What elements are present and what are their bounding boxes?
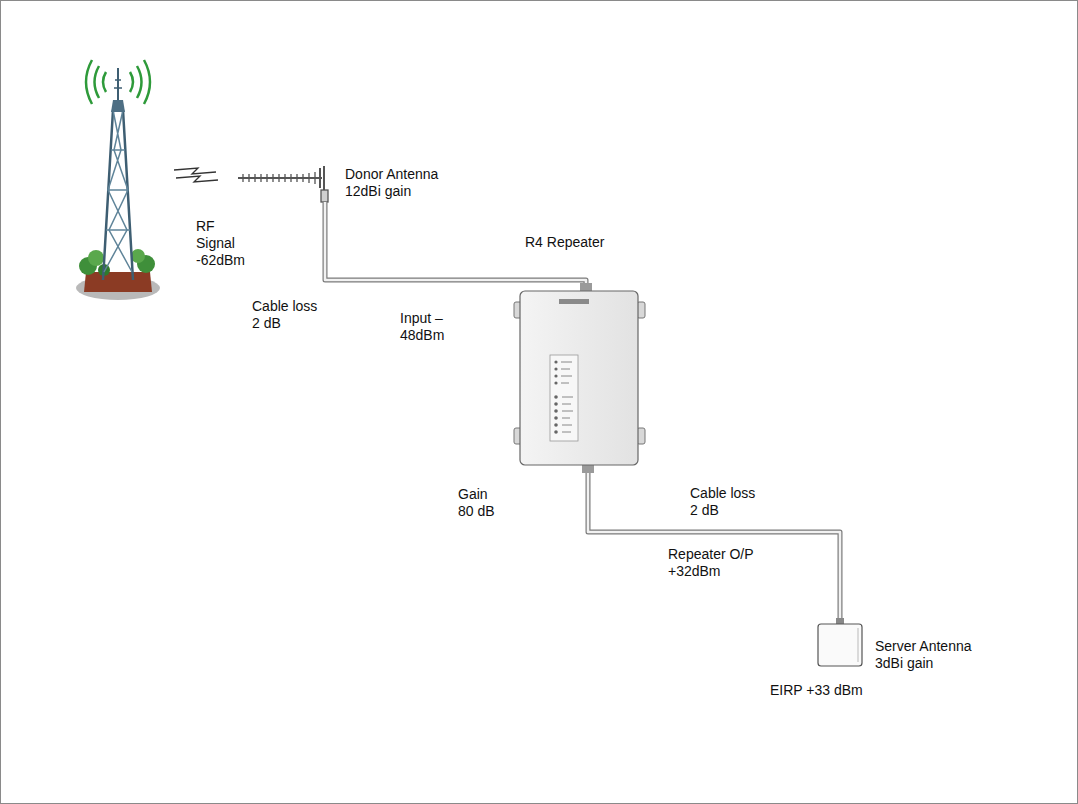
callout-label: Donor Antenna 12dBi gain: [345, 166, 457, 200]
coax-cable: [325, 202, 840, 620]
cell-tower: [76, 60, 160, 300]
callout-label: Server Antenna 3dBi gain: [875, 638, 983, 672]
rf-signal-symbol: [174, 168, 218, 182]
callout-label: Input –48dBm: [400, 310, 462, 344]
repeater-unit: [514, 283, 645, 473]
yagi-antenna: [238, 166, 328, 202]
callout-label: R4 Repeater: [525, 234, 604, 251]
callout-label: Gain 80 dB: [458, 486, 504, 520]
callout-label: Cable loss 2 dB: [690, 485, 764, 519]
server-antenna: [818, 618, 862, 666]
callout-label: Cable loss 2 dB: [252, 298, 326, 332]
callout-label: RF Signal -62dBm: [196, 218, 254, 269]
callout-label: EIRP +33 dBm: [770, 682, 863, 699]
callout-label: Repeater O/P +32dBm: [668, 546, 756, 580]
